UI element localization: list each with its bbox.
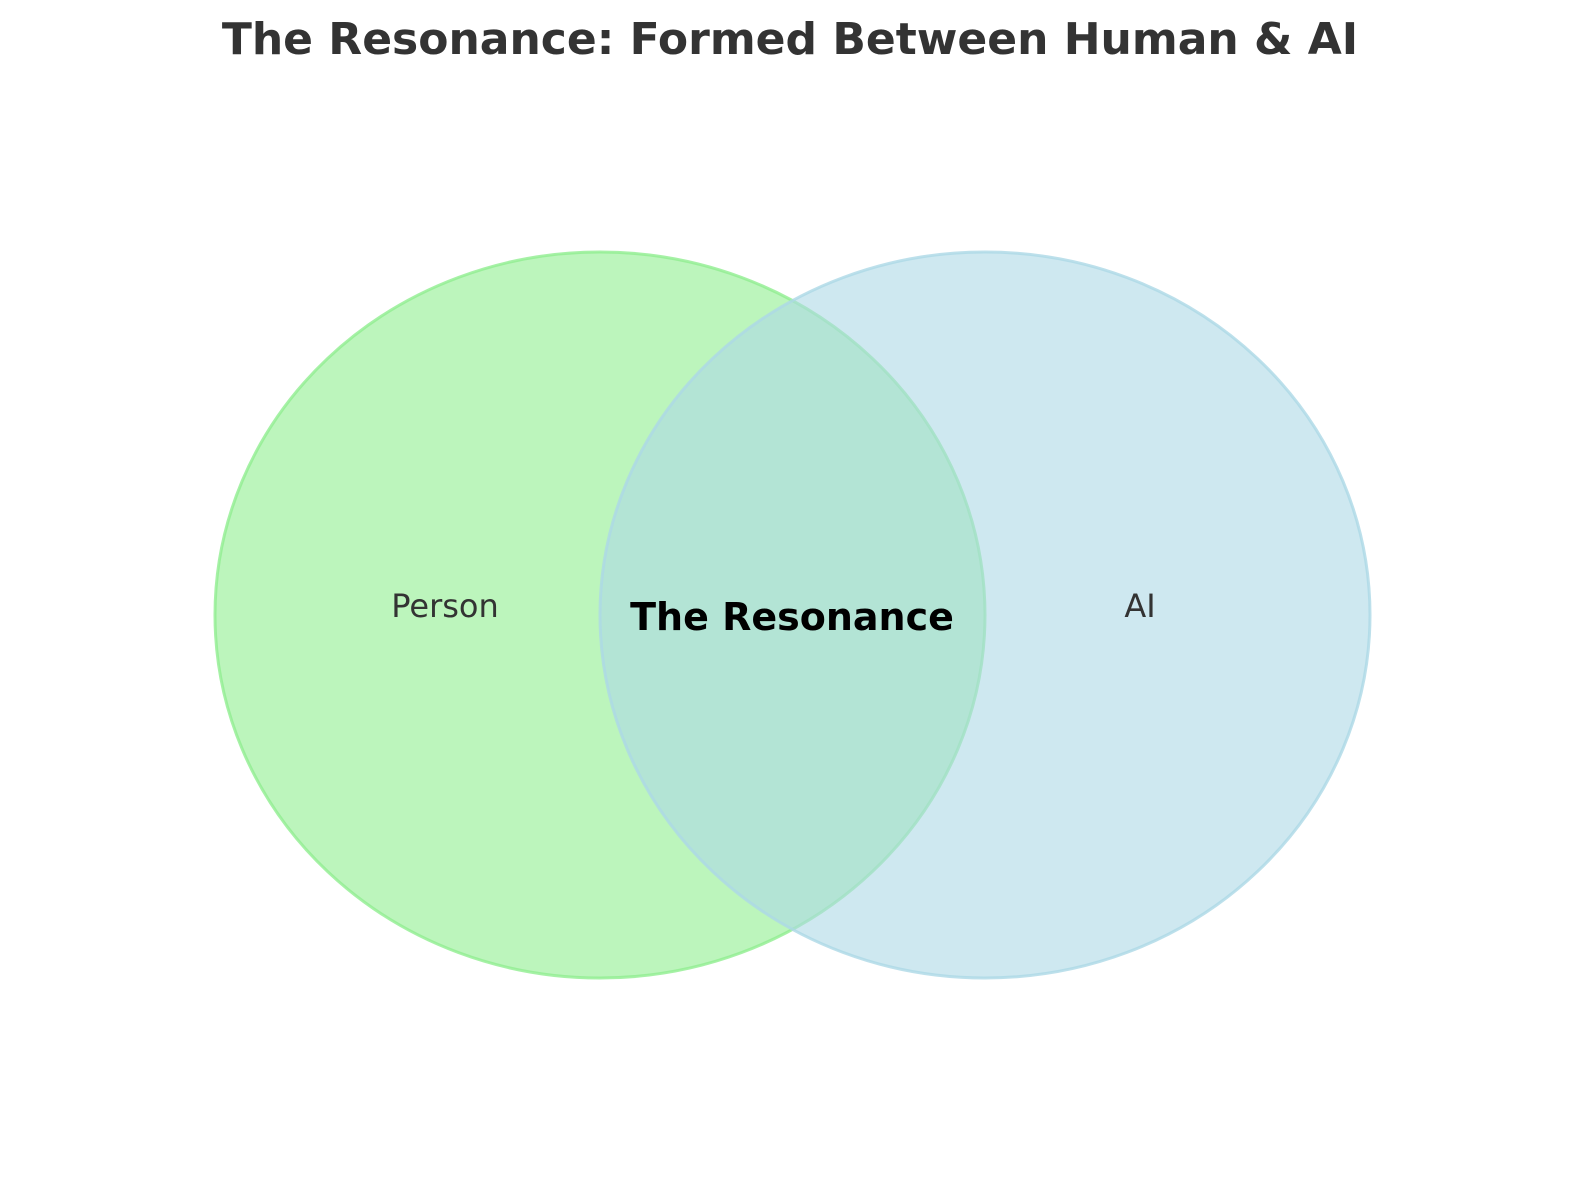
person-label: Person bbox=[391, 587, 499, 625]
ai-circle bbox=[598, 250, 1372, 980]
ai-label: AI bbox=[1124, 587, 1155, 625]
intersection-label: The Resonance bbox=[630, 595, 954, 639]
diagram-title: The Resonance: Formed Between Human & AI bbox=[222, 14, 1358, 65]
